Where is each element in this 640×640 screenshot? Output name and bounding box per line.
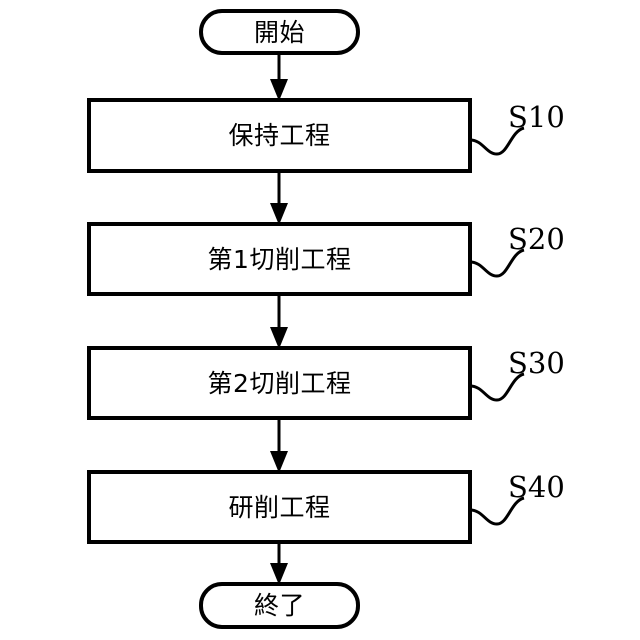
start-terminal-label: 開始 (253, 17, 305, 47)
process-box-s40[interactable] (87, 470, 472, 544)
connector-s20-to-s30 (270, 294, 288, 349)
end-terminal-shape[interactable] (199, 582, 360, 629)
process-label-s40: 研削工程 (228, 492, 331, 522)
process-label-s30: 第2切削工程 (207, 368, 352, 398)
process-label-s10: 保持工程 (228, 121, 331, 150)
step-reference-s30: S30 (508, 346, 565, 380)
step-reference-s10: S10 (508, 100, 565, 134)
leader-line-s20 (469, 248, 525, 278)
end-terminal-label: 終了 (253, 591, 305, 620)
process-box-s20[interactable] (87, 222, 472, 296)
connector-s30-to-s40 (270, 418, 288, 473)
leader-line-s40 (469, 496, 525, 526)
step-reference-s40: S40 (508, 470, 565, 504)
connector-s10-to-s20 (270, 171, 288, 225)
process-box-s30[interactable] (87, 346, 472, 420)
process-box-s10[interactable] (87, 98, 472, 173)
step-reference-s20: S20 (508, 222, 565, 256)
connector-s40-to-end (270, 542, 288, 585)
leader-line-s30 (469, 372, 525, 402)
connector-start-to-s10 (270, 53, 288, 101)
process-label-s20: 第1切削工程 (207, 244, 352, 274)
leader-line-s10 (469, 126, 525, 156)
